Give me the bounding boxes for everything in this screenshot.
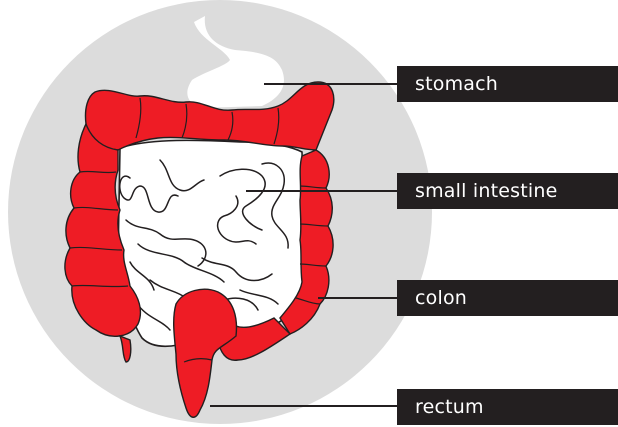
- label-colon: colon: [397, 280, 618, 316]
- label-small-intestine: small intestine: [397, 173, 618, 209]
- label-stomach: stomach: [397, 66, 618, 102]
- label-rectum: rectum: [397, 389, 618, 425]
